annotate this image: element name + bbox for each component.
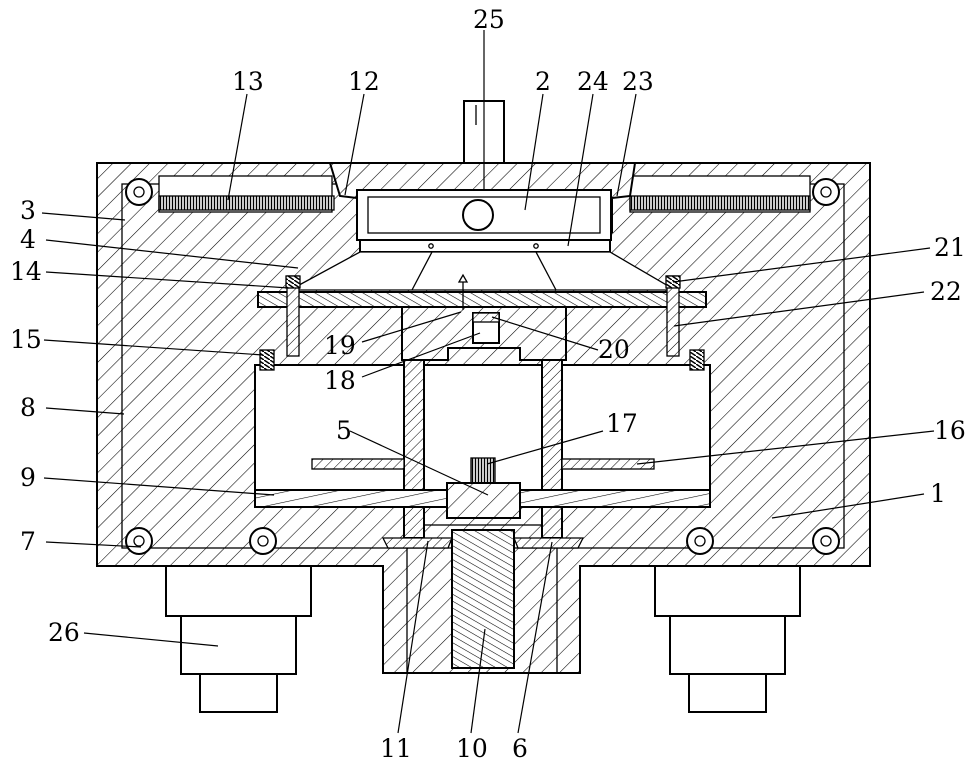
left-post-spring [286, 276, 300, 288]
callout-2: 2 [535, 67, 551, 96]
callout-20: 20 [598, 335, 630, 364]
callout-18: 18 [324, 366, 356, 395]
screw-left [404, 360, 424, 538]
callout-21: 21 [934, 233, 966, 262]
callout-16: 16 [934, 416, 966, 445]
callout-11: 11 [380, 734, 412, 763]
left-spring [260, 350, 274, 370]
motor-plate [360, 240, 610, 252]
left-brush [159, 196, 334, 210]
screw-right [542, 360, 562, 538]
callout-23: 23 [622, 67, 654, 96]
callout-6: 6 [512, 734, 528, 763]
callout-14: 14 [10, 257, 42, 286]
threaded-rod [258, 292, 706, 307]
callout-7: 7 [20, 527, 36, 556]
callout-26: 26 [48, 618, 80, 647]
callout-3: 3 [20, 196, 36, 225]
left-foot [166, 566, 311, 712]
callout-10: 10 [456, 734, 488, 763]
callout-22: 22 [930, 277, 962, 306]
callout-25: 25 [473, 5, 505, 34]
right-brush [630, 196, 810, 210]
callout-9: 9 [20, 463, 36, 492]
lower-pad-left [383, 538, 452, 548]
lower-pad-right [514, 538, 583, 548]
callout-15: 15 [10, 325, 42, 354]
center-block [447, 483, 520, 518]
callout-5: 5 [336, 416, 352, 445]
callout-1: 1 [930, 479, 946, 508]
left-arm [312, 459, 404, 469]
callout-8: 8 [20, 393, 36, 422]
right-spring [690, 350, 704, 370]
callout-12: 12 [348, 67, 380, 96]
callout-17: 17 [606, 409, 638, 438]
callout-19: 19 [324, 331, 356, 360]
callout-13: 13 [232, 67, 264, 96]
right-foot [655, 566, 800, 712]
callout-24: 24 [577, 67, 609, 96]
callout-4: 4 [20, 225, 36, 254]
